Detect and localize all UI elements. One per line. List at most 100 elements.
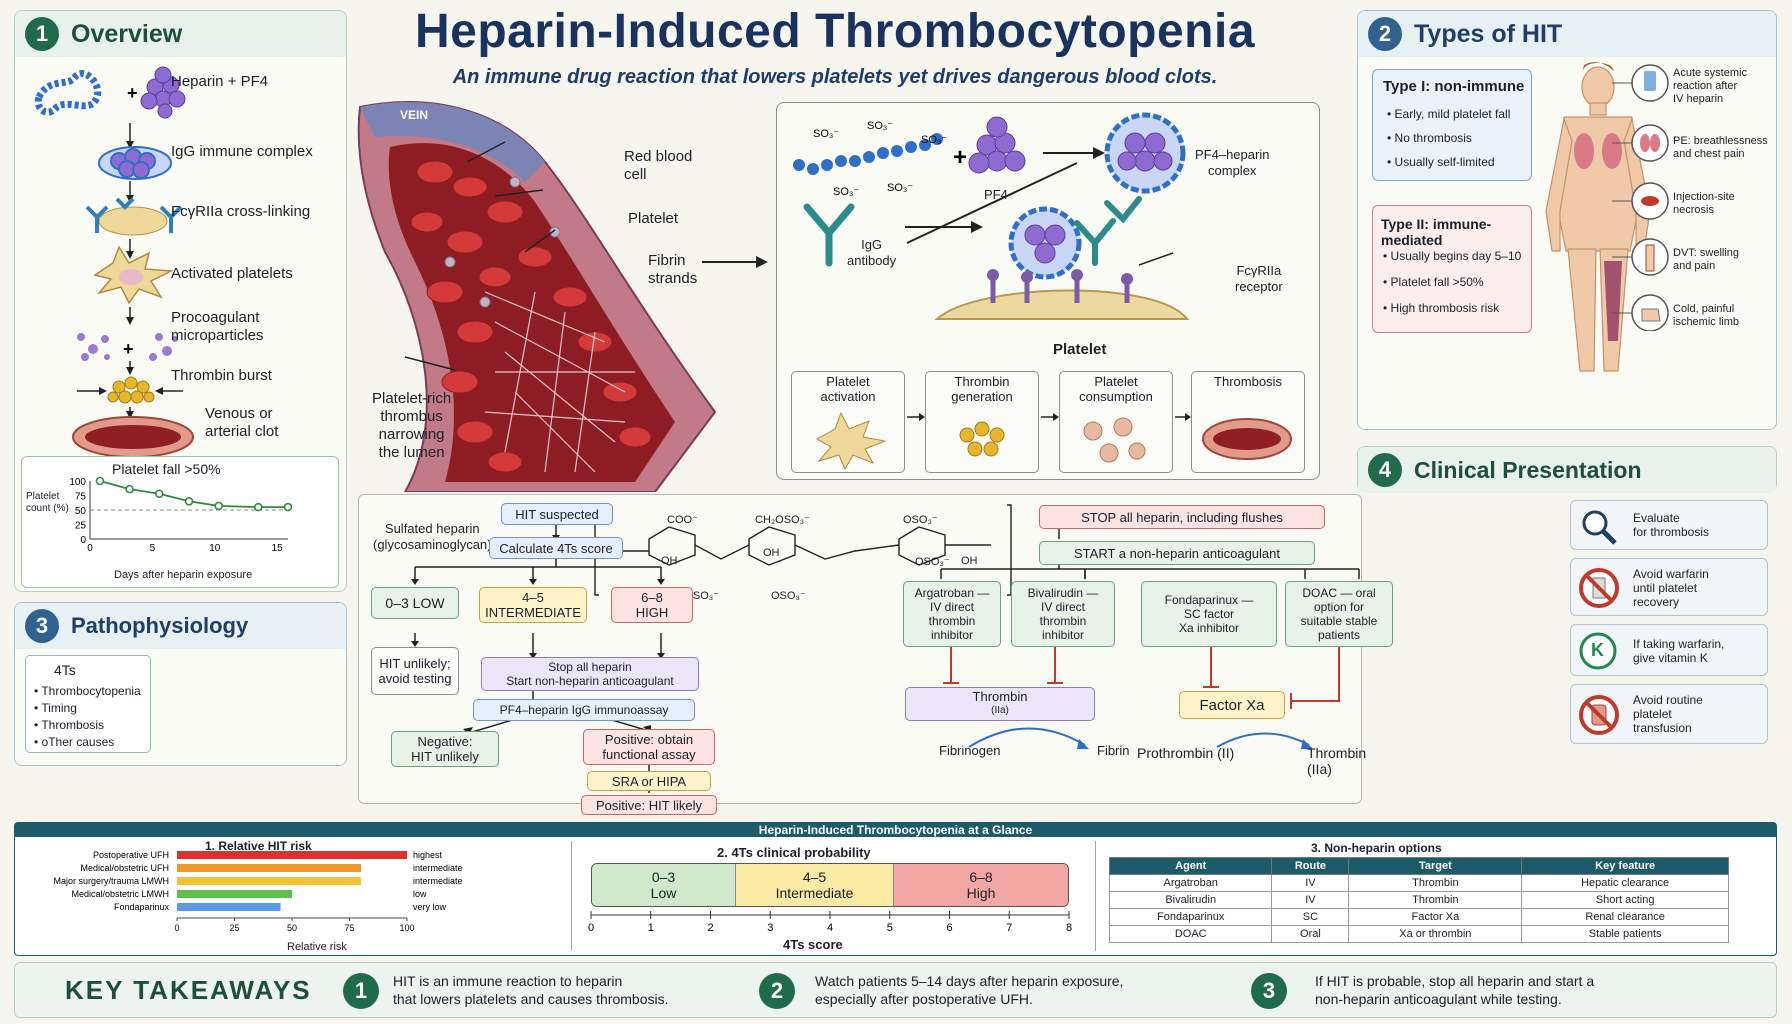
section-title: Overview — [71, 19, 183, 48]
svg-text:SO₃⁻: SO₃⁻ — [887, 182, 913, 194]
clinical-header: 4 Clinical Presentation — [1358, 447, 1776, 493]
item-text: Platelet fall >50% — [1390, 275, 1484, 289]
types-panel: 2 Types of HIT Type I: non-immune • Earl… — [1357, 10, 1777, 430]
takeaway-number: 1 — [343, 973, 379, 1009]
y-tick-label: 75 — [75, 492, 87, 503]
overview-step-6: Thrombin burst — [171, 367, 272, 384]
no-warfarin-icon — [1579, 568, 1619, 608]
thrombin-label: Thrombin — [972, 689, 1028, 704]
x-tick-label: 100 — [399, 923, 414, 933]
high-score-box: 6–8 HIGH — [611, 587, 693, 623]
chart-title: Platelet fall >50% — [112, 461, 221, 477]
symptom-label-3: Injection-site necrosis — [1673, 191, 1735, 216]
data-point — [125, 484, 134, 494]
options-table: Agent Route Target Key feature Argatroba… — [1108, 857, 1729, 943]
table-cell: Bivalirudin — [1108, 891, 1273, 909]
mechanism-box: SO₃⁻ SO₃⁻ SO₃⁻ SO₃⁻ SO₃⁻ + PF4 PF4–hepar… — [776, 102, 1320, 480]
unlikely-avoid-box: HIT unlikely; avoid testing — [371, 647, 459, 695]
igg-label: IgG antibody — [847, 237, 897, 268]
overview-panel: 1 Overview + + — [14, 10, 347, 592]
table-cell: Argatroban — [1108, 874, 1273, 892]
type2-item-3: • High thrombosis risk — [1383, 301, 1500, 315]
drug-bivalirudin: Bivalirudin — IV direct thrombin inhibit… — [1011, 581, 1115, 647]
fibrinogen-label: Fibrinogen — [939, 743, 1001, 758]
chem-oso3-c: OSO₃⁻ — [771, 590, 806, 602]
hit-suspected-box: HIT suspected — [501, 503, 613, 525]
risk-title: 1. Relative HIT risk — [205, 839, 312, 853]
x-tick-label: 0 — [87, 543, 93, 554]
label-fibrin: Fibrin strands — [648, 252, 698, 287]
table-cell: Thrombin — [1348, 891, 1523, 909]
options-title: 3. Non-heparin options — [1311, 841, 1442, 855]
diagnosis-treatment-box: Sulfated heparin (glycosaminoglycan) — [358, 494, 1393, 815]
section-number: 1 — [25, 17, 59, 51]
vessel-clot-icon — [72, 416, 194, 457]
vitamin-k-icon — [1579, 632, 1617, 670]
type1-item-2: • No thrombosis — [1387, 131, 1472, 145]
label-platelet: Platelet — [628, 210, 679, 227]
table-cell: Stable patients — [1521, 925, 1729, 943]
fourts-item-3: • Thrombosis — [34, 718, 105, 732]
item-text: Early, mild platelet fall — [1394, 107, 1511, 121]
bar-label: Medical/obstetric LMWH — [71, 889, 169, 899]
prob-high: 6–8 High — [894, 864, 1068, 906]
tick-label: 1 — [648, 922, 654, 933]
symptom-label-1: Acute systemic reaction after IV heparin — [1673, 67, 1747, 105]
page-subtitle: An immune drug reaction that lowers plat… — [452, 66, 1218, 88]
clinical-item-warfarin: Avoid warfarin until platelet recovery — [1570, 558, 1768, 616]
cascade-icons — [815, 411, 1292, 471]
no-transfusion-icon — [1579, 695, 1619, 735]
pf4-label: PF4 — [984, 187, 1008, 202]
tick-label: 4 — [827, 922, 833, 933]
chem-oso3-a: OSO₃⁻ — [903, 514, 938, 526]
item-text: oTher causes — [41, 735, 115, 749]
table-cell: Hepatic clearance — [1521, 874, 1729, 892]
clinical-panel-header: 4 Clinical Presentation — [1357, 446, 1777, 493]
clinical-text: Avoid routine platelet transfusion — [1633, 693, 1703, 735]
vein-tag: VEIN — [400, 108, 429, 122]
data-point — [155, 489, 164, 499]
pf4-cluster-icon — [140, 66, 186, 119]
data-point — [95, 476, 105, 486]
bar — [177, 851, 407, 859]
magnifier-icon — [1582, 510, 1617, 545]
table-cell: IV — [1271, 891, 1350, 909]
section-title: Types of HIT — [1414, 19, 1563, 48]
chem-oh-c: OH — [961, 555, 978, 567]
heparin-chain-icon — [793, 133, 943, 175]
platelets — [444, 176, 561, 308]
overview-step-7: Venous or arterial clot — [205, 405, 279, 440]
symptom-icons — [1612, 64, 1669, 331]
clinical-item-transfusion: Avoid routine platelet transfusion — [1570, 684, 1768, 744]
table-cell: Short acting — [1521, 891, 1729, 909]
takeaway-number: 2 — [759, 973, 795, 1009]
vitamin-k-letter: K — [1591, 640, 1604, 660]
activated-platelet-icon — [93, 245, 174, 305]
tick-label: 5 — [887, 922, 893, 933]
drug-argatroban: Argatroban — IV direct thrombin inhibito… — [903, 581, 1001, 647]
table-header: Route — [1271, 857, 1350, 875]
glance-panel: Heparin-Induced Thrombocytopenia at a Gl… — [14, 822, 1777, 956]
label-red-blood-cell: Red blood cell — [624, 148, 693, 183]
pf4-cluster-icon — [968, 116, 1026, 174]
svg-text:+: + — [123, 339, 134, 359]
prob-intermediate: 4–5 Intermediate — [736, 864, 894, 906]
glance-title: Heparin-Induced Thrombocytopenia at a Gl… — [758, 823, 1033, 837]
stop-start-box: Stop all heparin Start non-heparin antic… — [481, 657, 699, 691]
lungs-icon — [1574, 133, 1622, 169]
data-point — [214, 501, 223, 511]
risk-xlabel: Relative risk — [287, 941, 347, 953]
arrow-to-mechanism — [702, 256, 768, 268]
symptom-label-4: DVT: swelling and pain — [1673, 247, 1740, 272]
item-text: Usually self-limited — [1394, 155, 1495, 169]
symptom-label-5: Cold, painful ischemic limb — [1673, 303, 1740, 328]
table-cell: DOAC — [1108, 925, 1273, 943]
type1-item-1: • Early, mild platelet fall — [1387, 107, 1511, 121]
clinical-text: Evaluate for thrombosis — [1633, 511, 1710, 539]
item-text: Usually begins day 5–10 — [1390, 249, 1522, 263]
bar-tag: intermediate — [413, 863, 463, 873]
